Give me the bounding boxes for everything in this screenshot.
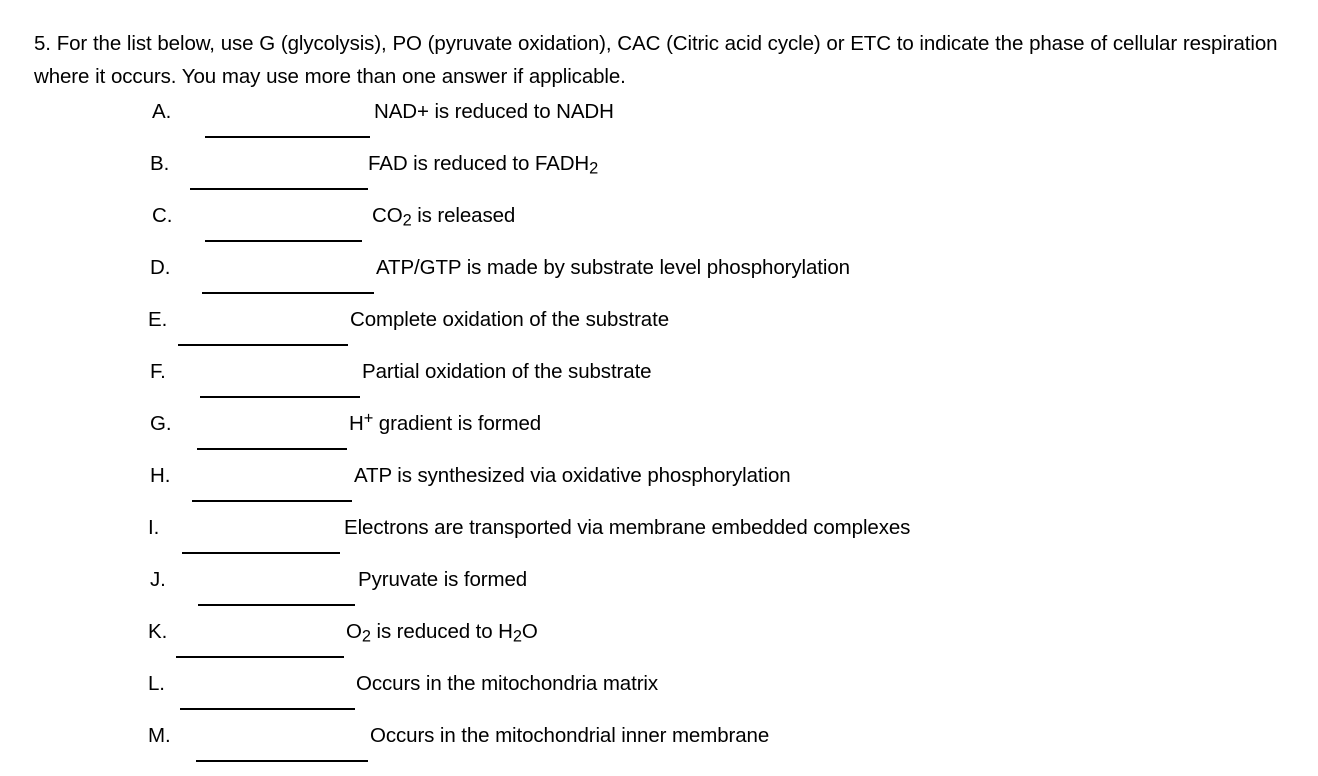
item-text: FAD is reduced to FADH2 — [368, 152, 599, 178]
question-stem: 5. For the list below, use G (glycolysis… — [34, 31, 1278, 88]
item-letter: D. — [150, 256, 171, 279]
answer-row: F. Partial oxidation of the substrate — [0, 346, 1318, 398]
item-text: Electrons are transported via membrane e… — [344, 516, 911, 539]
answer-row: M. Occurs in the mitochondrial inner memb… — [0, 710, 1318, 762]
answer-row: G. H+ gradient is formed — [0, 398, 1318, 450]
item-text: ATP is synthesized via oxidative phospho… — [354, 464, 791, 487]
answer-row: H. ATP is synthesized via oxidative phosp… — [0, 450, 1318, 502]
item-text: Partial oxidation of the substrate — [362, 360, 652, 383]
item-letter: E. — [148, 308, 168, 331]
answer-row: E. Complete oxidation of the substrate — [0, 294, 1318, 346]
answer-blank[interactable] — [190, 138, 368, 190]
item-letter: J. — [150, 568, 166, 591]
item-text: ATP/GTP is made by substrate level phosp… — [376, 256, 850, 279]
item-text: CO2 is released — [372, 204, 516, 230]
answer-blank[interactable] — [178, 294, 348, 346]
item-letter: H. — [150, 464, 171, 487]
answer-blank[interactable] — [200, 346, 360, 398]
item-text: NAD+ is reduced to NADH — [374, 100, 614, 123]
item-letter: C. — [152, 204, 173, 227]
item-letter: G. — [150, 412, 172, 435]
item-letter: F. — [150, 360, 166, 383]
item-text: H+ gradient is formed — [349, 409, 542, 435]
item-letter: L. — [148, 672, 165, 695]
answer-blank[interactable] — [192, 450, 352, 502]
answer-row: B. FAD is reduced to FADH2 — [0, 138, 1318, 190]
answer-row: D. ATP/GTP is made by substrate level pho… — [0, 242, 1318, 294]
answer-row: K. O2 is reduced to H2O — [0, 606, 1318, 658]
answer-blank[interactable] — [198, 554, 355, 606]
item-text: Occurs in the mitochondria matrix — [356, 672, 659, 695]
answer-list: A. NAD+ is reduced to NADH B. FAD is reduce… — [0, 86, 1318, 762]
answer-blank[interactable] — [202, 242, 374, 294]
answer-row: C. CO2 is released — [0, 190, 1318, 242]
item-letter: K. — [148, 620, 168, 643]
item-letter: M. — [148, 724, 171, 747]
answer-row: J. Pyruvate is formed — [0, 554, 1318, 606]
answer-blank[interactable] — [176, 606, 344, 658]
answer-row: I. Electrons are transported via membrane… — [0, 502, 1318, 554]
answer-blank[interactable] — [205, 86, 370, 138]
answer-blank[interactable] — [196, 710, 368, 762]
answer-blank[interactable] — [180, 658, 355, 710]
answer-row: A. NAD+ is reduced to NADH — [0, 86, 1318, 138]
item-letter: A. — [152, 100, 172, 123]
answer-row: L. Occurs in the mitochondria matrix — [0, 658, 1318, 710]
answer-blank[interactable] — [197, 398, 347, 450]
answer-blank[interactable] — [182, 502, 340, 554]
item-letter: I. — [148, 516, 160, 539]
item-text: O2 is reduced to H2O — [346, 620, 538, 646]
item-text: Occurs in the mitochondrial inner membra… — [370, 724, 770, 747]
answer-blank[interactable] — [205, 190, 362, 242]
item-letter: B. — [150, 152, 170, 175]
item-text: Pyruvate is formed — [358, 568, 528, 591]
item-text: Complete oxidation of the substrate — [350, 308, 669, 331]
